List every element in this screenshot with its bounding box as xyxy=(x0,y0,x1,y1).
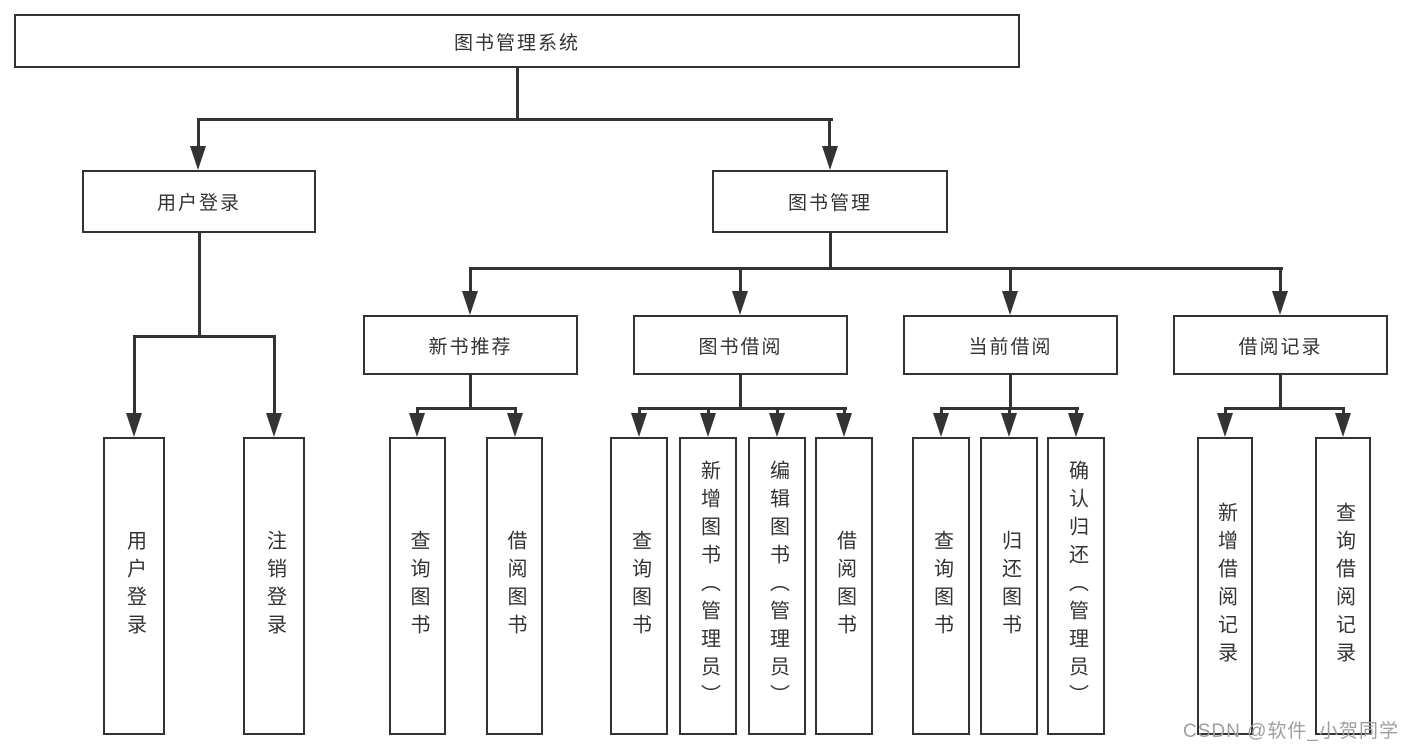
connector-drop-cb-query xyxy=(940,407,943,417)
connector-drop-bb-borrow xyxy=(843,407,846,417)
connector-nbr-vertical xyxy=(469,375,472,410)
connector-bb-vertical xyxy=(739,375,742,410)
arrowhead-cb-confirm xyxy=(1068,413,1084,437)
leaf-br-add-record: 新增借阅记录 xyxy=(1197,437,1253,735)
connector-drop-leaf-logout xyxy=(273,335,276,417)
leaf-cb-confirm-return-admin: 确认归还（管理员） xyxy=(1047,437,1105,735)
leaf-br-add-record-label: 新增借阅记录 xyxy=(1214,502,1237,670)
leaf-bb-add-books-admin: 新增图书（管理员） xyxy=(679,437,737,735)
connector-drop-nbr-query xyxy=(416,407,419,417)
arrowhead-br-add xyxy=(1217,413,1233,437)
arrowhead-nbr-borrow xyxy=(507,413,523,437)
leaf-user-login-label: 用户登录 xyxy=(123,530,146,642)
leaf-nbr-borrow-books: 借阅图书 xyxy=(486,437,543,735)
node-user-login-label: 用户登录 xyxy=(156,193,241,214)
node-root-label: 图书管理系统 xyxy=(453,32,580,54)
node-book-management: 图书管理 xyxy=(712,170,948,233)
connector-drop-book-borrowing xyxy=(739,267,742,293)
leaf-cb-query-books: 查询图书 xyxy=(912,437,970,735)
connector-drop-borrowing-records xyxy=(1279,267,1282,293)
leaf-bb-edit-books-admin: 编辑图书（管理员） xyxy=(748,437,806,735)
connector-drop-br-query xyxy=(1342,407,1345,417)
leaf-logout: 注销登录 xyxy=(243,437,305,735)
arrowhead-current-borrowing xyxy=(1002,291,1018,315)
leaf-bb-add-books-admin-label: 新增图书（管理员） xyxy=(697,460,720,712)
leaf-bb-borrow-books: 借阅图书 xyxy=(815,437,873,735)
leaf-nbr-query-books-label: 查询图书 xyxy=(407,530,429,642)
connector-book-management-vertical xyxy=(829,233,832,270)
connector-drop-leaf-user-login xyxy=(133,335,136,417)
leaf-bb-borrow-books-label: 借阅图书 xyxy=(833,530,856,642)
node-new-book-recommend: 新书推荐 xyxy=(363,315,578,375)
arrowhead-br-query xyxy=(1335,413,1351,437)
node-current-borrowing: 当前借阅 xyxy=(903,315,1118,375)
leaf-cb-query-books-label: 查询图书 xyxy=(930,530,953,642)
connector-root-vertical xyxy=(516,68,519,121)
leaf-logout-label: 注销登录 xyxy=(263,530,286,642)
leaf-bb-query-books-label: 查询图书 xyxy=(628,530,651,642)
arrowhead-cb-return xyxy=(1001,413,1017,437)
leaf-br-query-record-label: 查询借阅记录 xyxy=(1332,502,1355,670)
csdn-watermark: CSDN @软件_小贺同学 xyxy=(1183,721,1399,742)
arrowhead-bb-edit xyxy=(769,413,785,437)
arrowhead-bb-add xyxy=(700,413,716,437)
connector-bb-bus xyxy=(638,407,847,410)
connector-root-bus xyxy=(197,118,833,121)
connector-nbr-bus xyxy=(416,407,517,410)
node-root: 图书管理系统 xyxy=(14,14,1020,68)
leaf-br-query-record: 查询借阅记录 xyxy=(1315,437,1371,735)
arrowhead-borrowing-records xyxy=(1272,291,1288,315)
leaf-nbr-borrow-books-label: 借阅图书 xyxy=(504,530,526,642)
connector-drop-bb-edit xyxy=(776,407,779,417)
connector-drop-nbr-borrow xyxy=(514,407,517,417)
arrowhead-new-book-recommend xyxy=(462,291,478,315)
leaf-cb-return-books-label: 归还图书 xyxy=(998,530,1021,642)
node-book-borrowing-label: 图书借阅 xyxy=(698,336,783,358)
leaf-user-login: 用户登录 xyxy=(103,437,165,735)
node-book-management-label: 图书管理 xyxy=(787,193,872,214)
connector-book-management-bus xyxy=(469,267,1283,270)
arrowhead-book-borrowing xyxy=(732,291,748,315)
connector-drop-current-borrowing xyxy=(1009,267,1012,293)
connector-user-login-vertical xyxy=(198,233,201,337)
connector-drop-user-login xyxy=(197,118,200,148)
leaf-bb-query-books: 查询图书 xyxy=(610,437,668,735)
arrowhead-bb-query xyxy=(631,413,647,437)
leaf-cb-return-books: 归还图书 xyxy=(980,437,1038,735)
connector-br-vertical xyxy=(1279,375,1282,410)
arrowhead-book-management xyxy=(822,146,838,170)
arrowhead-bb-borrow xyxy=(836,413,852,437)
connector-drop-book-management xyxy=(828,118,831,148)
arrowhead-user-login xyxy=(190,146,206,170)
node-user-login: 用户登录 xyxy=(82,170,316,233)
arrowhead-leaf-logout xyxy=(266,413,282,437)
node-new-book-recommend-label: 新书推荐 xyxy=(428,336,513,358)
arrowhead-nbr-query xyxy=(409,413,425,437)
node-borrowing-records: 借阅记录 xyxy=(1173,315,1388,375)
connector-drop-new-book-recommend xyxy=(469,267,472,293)
arrowhead-cb-query xyxy=(933,413,949,437)
connector-br-bus xyxy=(1224,407,1345,410)
connector-drop-cb-return xyxy=(1008,407,1011,417)
connector-drop-br-add xyxy=(1224,407,1227,417)
connector-drop-cb-confirm xyxy=(1075,407,1078,417)
arrowhead-leaf-user-login xyxy=(126,413,142,437)
node-book-borrowing: 图书借阅 xyxy=(633,315,848,375)
connector-user-login-bus xyxy=(133,335,275,338)
leaf-nbr-query-books: 查询图书 xyxy=(389,437,446,735)
node-current-borrowing-label: 当前借阅 xyxy=(968,336,1053,358)
leaf-bb-edit-books-admin-label: 编辑图书（管理员） xyxy=(766,460,789,712)
leaf-cb-confirm-return-admin-label: 确认归还（管理员） xyxy=(1065,460,1088,712)
connector-drop-bb-query xyxy=(638,407,641,417)
connector-cb-vertical xyxy=(1009,375,1012,410)
connector-drop-bb-add xyxy=(707,407,710,417)
node-borrowing-records-label: 借阅记录 xyxy=(1238,336,1323,358)
